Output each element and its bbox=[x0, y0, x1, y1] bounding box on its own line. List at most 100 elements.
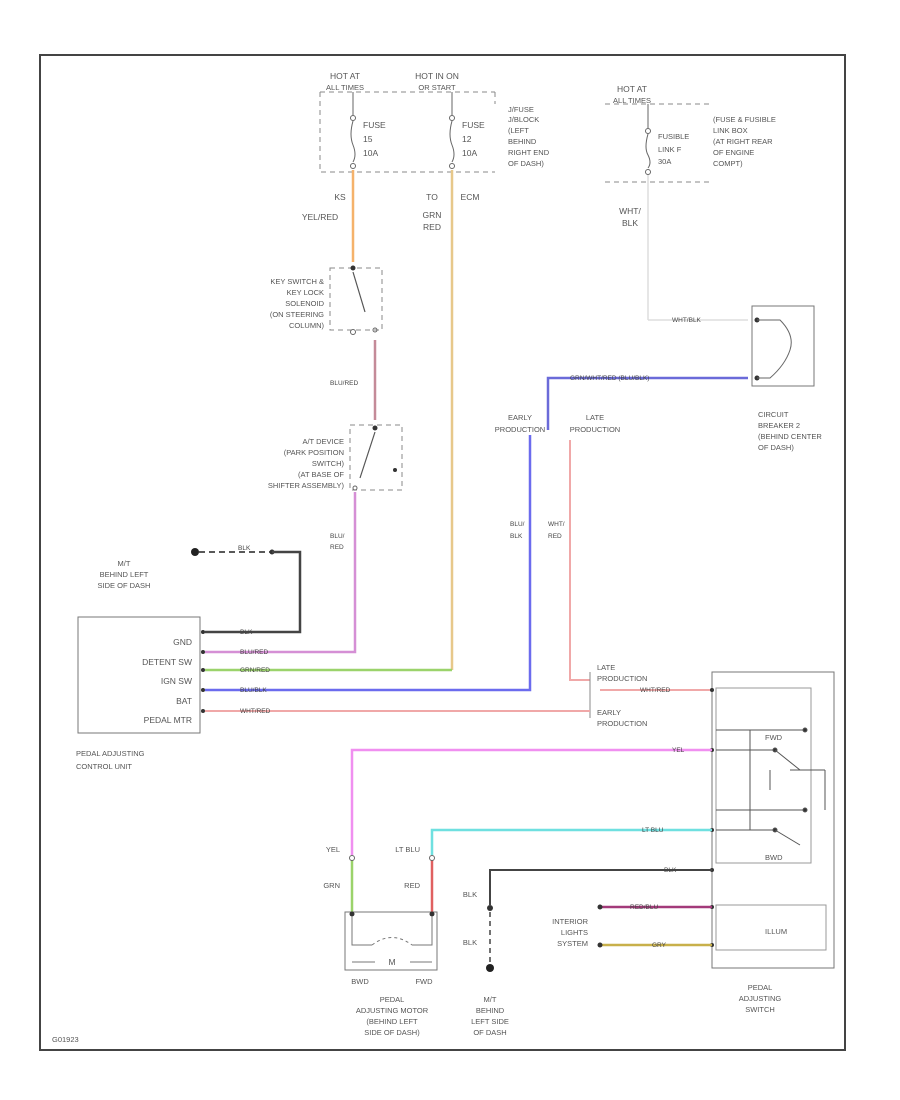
cu-pin-ign: IGN SW bbox=[161, 676, 192, 686]
switch-wire-lt-blu: LT BLU bbox=[642, 827, 664, 834]
fuse15-label: FUSE bbox=[363, 120, 386, 130]
fuse15-to: KS bbox=[334, 192, 346, 202]
motor-right-wire-2: RED bbox=[404, 881, 420, 890]
prod-wire-early-2: BLK bbox=[510, 533, 523, 540]
fusible-hot-1: HOT AT bbox=[617, 84, 647, 94]
cb-wire-in: WHT/BLK bbox=[672, 317, 702, 324]
early-prod-2: PRODUCTION bbox=[495, 425, 545, 434]
switch-illum: ILLUM bbox=[765, 927, 787, 936]
pedal-adjusting-switch: FWD BWD ILLUM PEDAL ADJUSTING SWITCH bbox=[710, 671, 835, 1014]
late-prod-1: LATE bbox=[586, 413, 604, 422]
fuse-block-label-4: BEHIND bbox=[508, 137, 537, 146]
wire-yel bbox=[350, 748, 712, 855]
fusible-link-2: LINK F bbox=[658, 145, 682, 154]
ground-bottom-label-3: LEFT SIDE bbox=[471, 1017, 509, 1026]
motor-bwd: BWD bbox=[351, 977, 369, 986]
fuse12-num: 12 bbox=[462, 134, 472, 144]
at-wire-2: RED bbox=[330, 544, 344, 551]
cu-pin-gnd: GND bbox=[173, 637, 192, 647]
fusible-block-3: (AT RIGHT REAR bbox=[713, 137, 773, 146]
cu-label-1: PEDAL ADJUSTING bbox=[76, 749, 145, 758]
ground-bottom-wire-2: BLK bbox=[463, 938, 477, 947]
ground-bottom-point bbox=[486, 964, 494, 972]
pedal-control-unit: GND DETENT SW IGN SW BAT PEDAL MTR BLK B… bbox=[76, 616, 271, 771]
switch-label-3: SWITCH bbox=[745, 1005, 775, 1014]
wire-blk-switch bbox=[489, 869, 712, 905]
switch-label-1: PEDAL bbox=[748, 983, 773, 992]
fuse15-hot-1: HOT AT bbox=[330, 71, 360, 81]
circuit-breaker: CIRCUIT BREAKER 2 (BEHIND CENTER OF DASH… bbox=[751, 305, 822, 452]
fuse15-wire: YEL/RED bbox=[302, 212, 338, 222]
ground-top-label-2: BEHIND LEFT bbox=[100, 570, 149, 579]
fusible-wire-2: BLK bbox=[622, 218, 638, 228]
ground-top-label-3: SIDE OF DASH bbox=[98, 581, 151, 590]
key-switch-label-5: COLUMN) bbox=[289, 321, 325, 330]
fusible-block-5: COMPT) bbox=[713, 159, 743, 168]
switch-wire-blk: BLK bbox=[664, 867, 677, 874]
interior-lights-1: INTERIOR bbox=[552, 917, 588, 926]
ground-top-wire: BLK bbox=[238, 545, 251, 552]
at-device-switch: A/T DEVICE (PARK POSITION SWITCH) (AT BA… bbox=[268, 424, 403, 491]
fuse15-num: 15 bbox=[363, 134, 373, 144]
fuse12-hot-2: OR START bbox=[418, 83, 456, 92]
fuse-block-label-1: J/FUSE bbox=[508, 105, 534, 114]
cb-label-2: BREAKER 2 bbox=[758, 421, 800, 430]
at-device-label-1: A/T DEVICE bbox=[302, 437, 344, 446]
ground-bottom-label-1: M/T bbox=[484, 995, 497, 1004]
ground-top-point bbox=[191, 548, 199, 556]
cu-wire-4: BLU/BLK bbox=[240, 687, 267, 694]
key-switch-label-4: (ON STEERING bbox=[270, 310, 324, 319]
late-prod-2: PRODUCTION bbox=[570, 425, 620, 434]
motor-m: M bbox=[388, 957, 395, 967]
cb-label-1: CIRCUIT bbox=[758, 410, 789, 419]
switch-bwd: BWD bbox=[765, 853, 783, 862]
ground-bottom: BLK BLK M/T BEHIND LEFT SIDE OF DASH bbox=[463, 890, 509, 1037]
ground-bottom-label-4: OF DASH bbox=[473, 1028, 506, 1037]
wire-blk-gnd bbox=[205, 550, 302, 634]
fusible-link-1: FUSIBLE bbox=[658, 132, 689, 141]
cu-wire-2: BLU/RED bbox=[240, 649, 268, 656]
wire-lt-blu bbox=[430, 828, 712, 855]
wire-blu-red-detent bbox=[205, 492, 357, 654]
at-device-label-2: (PARK POSITION bbox=[284, 448, 344, 457]
fusible-block-2: LINK BOX bbox=[713, 126, 748, 135]
late-wire2: WHT/RED bbox=[640, 687, 671, 694]
late-prod2-1: LATE bbox=[597, 663, 615, 672]
motor-right-wire-1: LT BLU bbox=[395, 845, 420, 854]
interior-lights-3: SYSTEM bbox=[557, 939, 588, 948]
key-switch-label-3: SOLENOID bbox=[285, 299, 324, 308]
switch-fwd: FWD bbox=[765, 733, 783, 742]
fusible-link-3: 30A bbox=[658, 157, 671, 166]
motor-left-wire-2: GRN bbox=[323, 881, 340, 890]
fusible-hot-2: ALL TIMES bbox=[613, 96, 651, 105]
wire-cb-out bbox=[546, 376, 748, 430]
cu-pin-bat: BAT bbox=[176, 696, 192, 706]
motor-label-4: SIDE OF DASH) bbox=[364, 1028, 420, 1037]
switch-wire-yel: YEL bbox=[672, 747, 685, 754]
fusible-block-4: OF ENGINE bbox=[713, 148, 754, 157]
at-wire-1: BLU/ bbox=[330, 533, 345, 540]
key-switch: KEY SWITCH & KEY LOCK SOLENOID (ON STEER… bbox=[270, 265, 383, 335]
ground-top-label-1: M/T bbox=[118, 559, 131, 568]
fuse-block-label-5: RIGHT END bbox=[508, 148, 550, 157]
fuse-block-label-6: OF DASH) bbox=[508, 159, 544, 168]
wire-wht-red-late bbox=[569, 440, 590, 681]
cu-pin-detent: DETENT SW bbox=[142, 657, 192, 667]
fuse12-wire-1: GRN bbox=[423, 210, 442, 220]
cu-wire-1: BLK bbox=[240, 629, 253, 636]
fuse12-to-ecm: ECM bbox=[461, 192, 480, 202]
motor-label-1: PEDAL bbox=[380, 995, 405, 1004]
cu-wire-3: GRN/RED bbox=[240, 667, 270, 674]
pedal-adjusting-motor: YEL GRN LT BLU RED M BWD FWD PEDAL ADJUS… bbox=[323, 845, 438, 1037]
ground-top: BLK M/T BEHIND LEFT SIDE OF DASH bbox=[98, 545, 302, 634]
cu-pin-pedal-mtr: PEDAL MTR bbox=[144, 715, 192, 725]
figure-id: G01923 bbox=[52, 1035, 79, 1044]
motor-label-3: (BEHIND LEFT bbox=[366, 1017, 418, 1026]
cu-label-2: CONTROL UNIT bbox=[76, 762, 132, 771]
fuse15-amp: 10A bbox=[363, 148, 378, 158]
key-switch-label-1: KEY SWITCH & bbox=[270, 277, 324, 286]
fuse12-wire-2: RED bbox=[423, 222, 441, 232]
switch-contacts bbox=[716, 727, 826, 846]
interior-lights: INTERIOR LIGHTS SYSTEM bbox=[552, 904, 603, 948]
